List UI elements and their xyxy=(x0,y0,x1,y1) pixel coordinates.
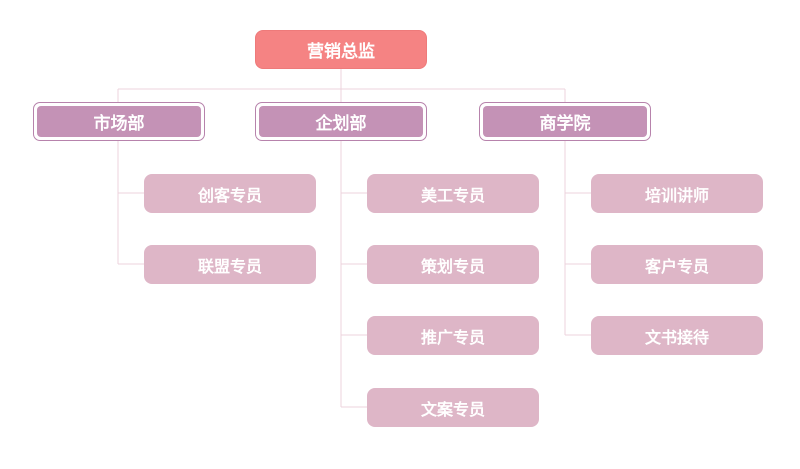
root-label: 营销总监 xyxy=(307,42,375,62)
role-node: 推广专员 xyxy=(367,316,539,355)
root-node: 营销总监 xyxy=(255,30,427,69)
role-label: 策划专员 xyxy=(420,256,485,276)
dept-node-academy: 商学院 xyxy=(479,102,651,141)
role-node: 文书接待 xyxy=(591,316,763,355)
dept-label: 企划部 xyxy=(315,114,367,134)
role-label: 文书接待 xyxy=(644,327,709,347)
role-label: 培训讲师 xyxy=(644,185,709,205)
dept-node-planning: 企划部 xyxy=(255,102,427,141)
role-label: 创客专员 xyxy=(197,185,262,205)
role-label: 联盟专员 xyxy=(197,256,262,276)
role-node: 联盟专员 xyxy=(144,245,316,284)
role-label: 推广专员 xyxy=(420,327,485,347)
role-node: 客户专员 xyxy=(591,245,763,284)
role-node: 美工专员 xyxy=(367,174,539,213)
dept-node-marketing: 市场部 xyxy=(33,102,205,141)
role-node: 培训讲师 xyxy=(591,174,763,213)
role-node: 创客专员 xyxy=(144,174,316,213)
role-label: 客户专员 xyxy=(644,256,709,276)
role-label: 文案专员 xyxy=(420,399,485,419)
dept-label: 商学院 xyxy=(539,114,591,134)
role-label: 美工专员 xyxy=(420,185,485,205)
dept-label: 市场部 xyxy=(93,114,145,134)
role-node: 策划专员 xyxy=(367,245,539,284)
role-node: 文案专员 xyxy=(367,388,539,427)
